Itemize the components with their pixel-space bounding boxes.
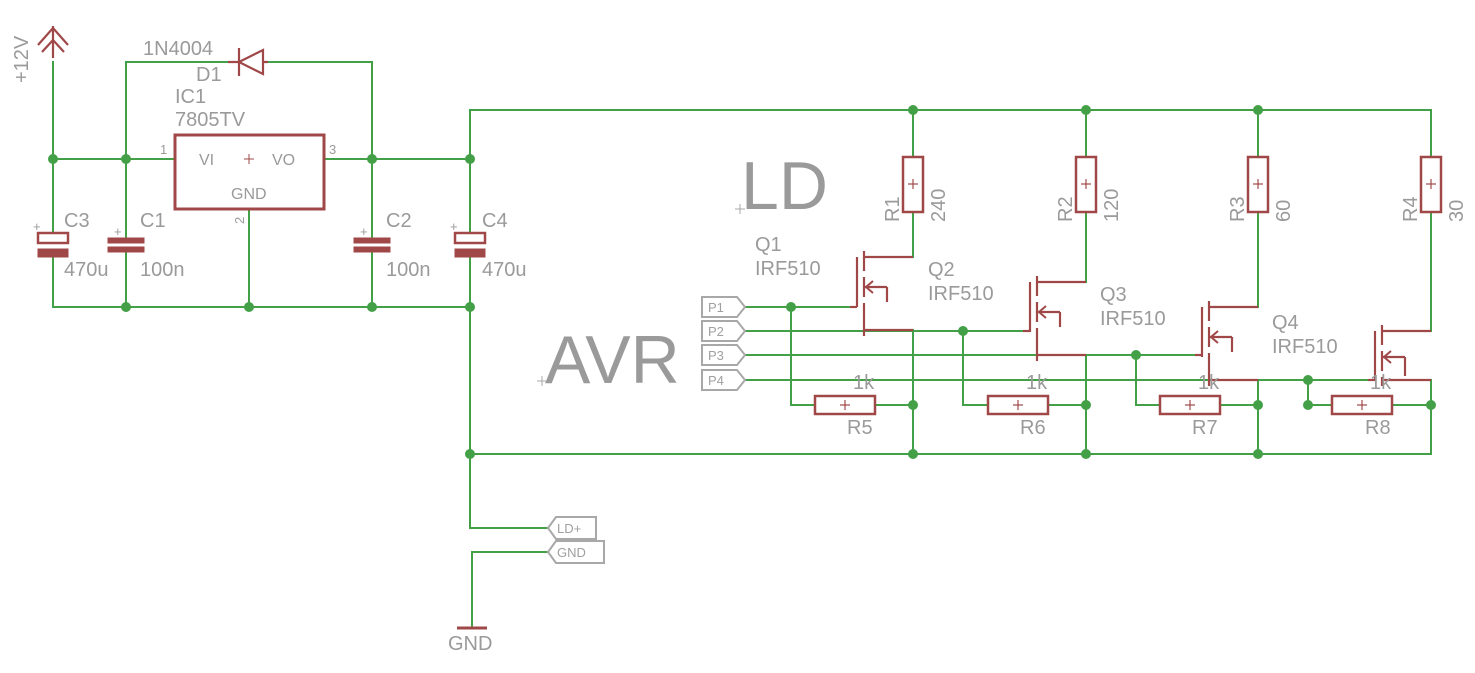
avr-block-label: AVR [545,322,680,398]
c3-value: 470u [64,259,109,281]
capacitor-c2: + C2 100n [353,210,431,281]
port-p3: P3 [708,348,724,363]
q4-value: IRF510 [1272,336,1338,358]
r5-name: R5 [847,417,873,439]
resistor-r5: 1k R5 [813,372,877,439]
ic1-pin-vo: VO [272,152,295,169]
svg-text:+: + [33,219,41,234]
d1-value: 1N4004 [143,38,213,60]
q2-name: Q2 [928,259,955,281]
c1-value: 100n [140,259,185,281]
junctions [48,105,1436,459]
r1-value: 240 [928,189,950,222]
svg-text:+: + [450,219,458,234]
r4-value: 30 [1446,200,1468,222]
q1-name: Q1 [755,234,782,256]
mosfet-q4: Q4 IRF510 [1272,312,1431,386]
regulator-ic1: IC1 7805TV VI VO GND 1 3 2 [160,86,336,224]
q3-name: Q3 [1100,284,1127,306]
ground-label: GND [448,633,492,655]
r2-name: R2 [1055,196,1077,222]
port-ld-plus: LD+ [557,521,581,536]
r8-name: R8 [1365,417,1391,439]
r5-value: 1k [853,372,875,394]
supply-12v: +12V [11,26,69,83]
ic1-value: 7805TV [175,109,246,131]
q1-value: IRF510 [755,258,821,280]
r1-name: R1 [882,196,904,222]
resistor-r4: R4 30 [1400,155,1468,222]
r7-name: R7 [1192,417,1218,439]
resistor-r3: R3 60 [1227,155,1295,222]
ic1-pin1: 1 [160,142,167,157]
resistor-r2: R2 120 [1055,155,1123,222]
ic1-pin-gnd: GND [231,186,267,203]
port-p1: P1 [708,300,724,315]
d1-name: D1 [196,64,222,86]
ic1-pin-vi: VI [199,152,214,169]
diode-d1: 1N4004 D1 [143,38,268,86]
r3-name: R3 [1227,196,1249,222]
svg-text:+: + [360,224,368,239]
resistor-r7: 1k R7 [1158,372,1222,439]
r6-name: R6 [1020,417,1046,439]
supply-label: +12V [11,35,33,83]
c4-name: C4 [482,210,508,232]
c2-value: 100n [386,259,431,281]
resistor-r6: 1k R6 [986,372,1050,439]
r8-value: 1k [1370,372,1392,394]
r3-value: 60 [1273,200,1295,222]
r4-name: R4 [1400,196,1422,222]
capacitor-c1: + C1 100n [107,210,185,281]
mosfet-q1: Q1 IRF510 [755,234,913,336]
q2-value: IRF510 [928,283,994,305]
ld-block-label: LD [741,148,828,224]
port-flags: P1 P2 P3 P4 LD+ GND [546,296,747,564]
ic1-pin2: 2 [232,217,247,224]
capacitor-c4: + C4 470u [450,210,527,281]
wires [52,61,1432,629]
ic1-name: IC1 [175,86,206,108]
capacitor-c3: + C3 470u [33,210,109,281]
c1-name: C1 [140,210,166,232]
r6-value: 1k [1026,372,1048,394]
block-labels: LD AVR [537,148,828,398]
c3-name: C3 [64,210,90,232]
c2-name: C2 [386,210,412,232]
mosfet-q3: Q3 IRF510 [1100,284,1258,386]
r7-value: 1k [1198,372,1220,394]
q4-name: Q4 [1272,312,1299,334]
ground-symbol: GND [448,626,492,655]
r2-value: 120 [1101,189,1123,222]
resistor-r1: R1 240 [882,155,950,222]
port-p2: P2 [708,324,724,339]
mosfet-q2: Q2 IRF510 [928,259,1086,361]
ic1-pin3: 3 [329,142,336,157]
c4-value: 470u [482,259,527,281]
port-gnd: GND [557,545,586,560]
svg-text:+: + [114,224,122,239]
q3-value: IRF510 [1100,308,1166,330]
port-p4: P4 [708,373,724,388]
resistor-r8: 1k R8 [1330,372,1394,439]
